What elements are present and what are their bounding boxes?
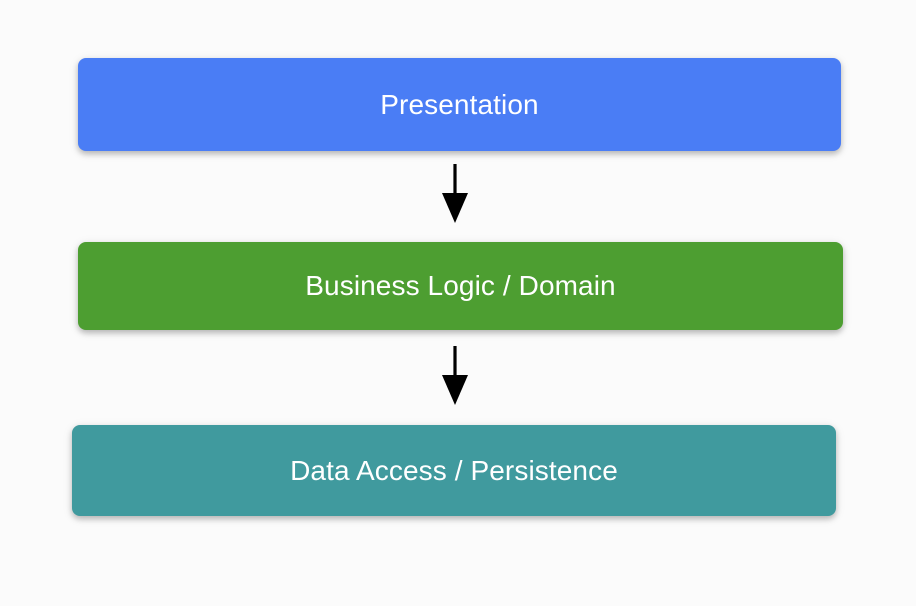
layer-box-presentation[interactable]: Presentation [78, 58, 841, 151]
layer-label-business-logic: Business Logic / Domain [305, 270, 616, 301]
layer-label-presentation: Presentation [380, 88, 539, 120]
layer-box-data-access[interactable]: Data Access / Persistence [72, 425, 836, 516]
layer-label-data-access: Data Access / Persistence [290, 454, 618, 486]
layer-box-business-logic[interactable]: Business Logic / Domain [78, 242, 843, 330]
